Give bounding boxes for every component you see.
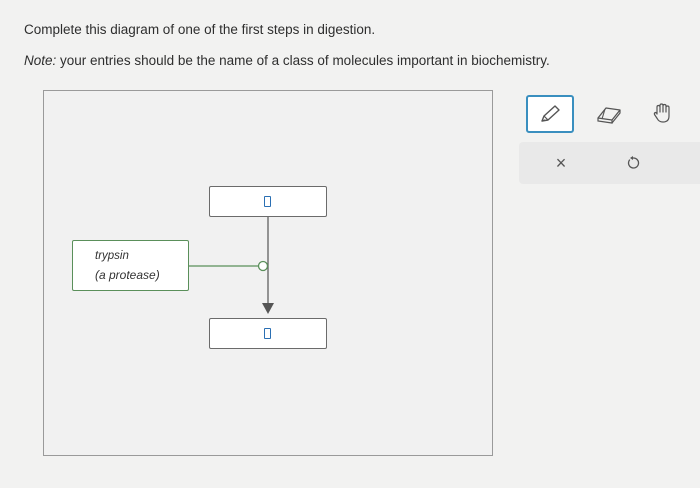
hand-icon xyxy=(653,103,670,123)
enzyme-description: (a protease) xyxy=(95,268,160,282)
note-text: your entries should be the name of a cla… xyxy=(56,53,550,68)
note-label: Note: xyxy=(24,53,57,68)
pencil-icon xyxy=(541,105,560,122)
question-note: Note: your entries should be the name of… xyxy=(24,53,550,68)
diagram-canvas[interactable]: trypsin (a protease) xyxy=(43,90,493,456)
substrate-input-box[interactable] xyxy=(209,186,327,217)
reaction-arrow-head xyxy=(262,303,274,314)
question-prompt: Complete this diagram of one of the firs… xyxy=(24,22,376,37)
diagram-connectors xyxy=(189,217,274,314)
pencil-tool-button[interactable] xyxy=(526,95,574,133)
undo-icon xyxy=(627,156,640,169)
substrate-input-cursor-icon xyxy=(264,196,271,207)
close-icon: × xyxy=(555,152,567,173)
toolbar-action-row xyxy=(519,142,700,184)
clear-button[interactable]: × xyxy=(549,150,573,176)
undo-button[interactable] xyxy=(621,150,645,176)
product-input-cursor-icon xyxy=(264,328,271,339)
product-input-box[interactable] xyxy=(209,318,327,349)
drawing-toolbar: × xyxy=(519,90,700,185)
eraser-tool-button[interactable] xyxy=(593,100,625,128)
eraser-icon xyxy=(597,107,621,124)
enzyme-name: trypsin xyxy=(95,250,129,262)
hand-tool-button[interactable] xyxy=(647,100,679,128)
enzyme-box: trypsin (a protease) xyxy=(72,240,189,291)
enzyme-connector-node xyxy=(257,260,269,272)
